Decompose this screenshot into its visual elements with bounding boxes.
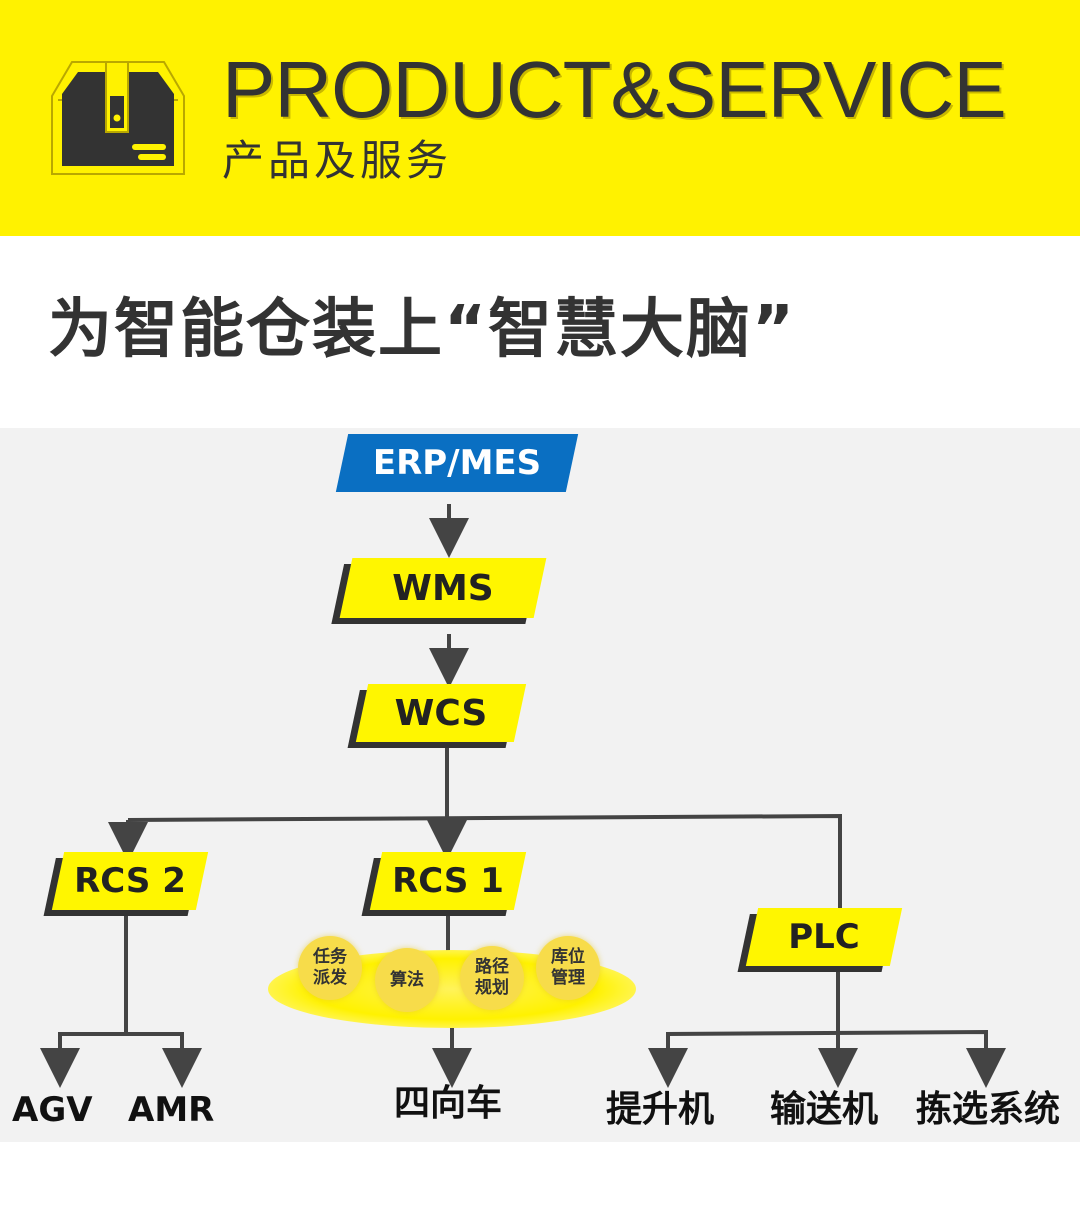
- leaf-sorting-system: 拣选系统: [916, 1089, 1061, 1130]
- line-main-bus: [127, 813, 842, 910]
- node-rcs1: RCS 1: [369, 852, 527, 910]
- architecture-diagram: ERP/MES WMS WCS RCS 2 RCS 1 PLC 任务派发 算法 …: [0, 428, 1080, 1142]
- node-rcs2: RCS 2: [51, 852, 209, 910]
- box-icon: [51, 61, 185, 175]
- function-algorithm-label: 算法: [390, 969, 424, 990]
- function-task-dispatch-label: 任务派发: [313, 947, 347, 988]
- header-title-en: PRODUCT&SERVICE: [222, 45, 1007, 134]
- leaf-agv: AGV: [12, 1090, 93, 1130]
- node-plc-label: PLC: [788, 917, 860, 957]
- page-headline: 为智能仓装上“智慧大脑”: [48, 293, 797, 367]
- line-rcs2-branch: [58, 1032, 184, 1068]
- node-wcs-label: WCS: [394, 692, 488, 734]
- node-plc: PLC: [745, 908, 903, 966]
- function-storage-management: 库位管理: [536, 936, 600, 1000]
- function-storage-management-label: 库位管理: [551, 947, 585, 988]
- function-path-planning-label: 路径规划: [475, 957, 509, 998]
- connector-lines: [40, 504, 1006, 1088]
- node-rcs1-label: RCS 1: [392, 861, 504, 901]
- function-algorithm: 算法: [375, 948, 439, 1012]
- function-task-dispatch: 任务派发: [298, 936, 362, 1000]
- node-rcs2-label: RCS 2: [74, 861, 186, 901]
- line-plc-branch: [666, 1029, 988, 1068]
- function-path-planning: 路径规划: [460, 946, 524, 1010]
- header-title-cn: 产品及服务: [222, 136, 453, 185]
- header-banner: PRODUCT&SERVICE 产品及服务: [0, 0, 1080, 236]
- node-wcs: WCS: [355, 684, 527, 742]
- node-wms: WMS: [339, 558, 547, 618]
- node-erp-mes: ERP/MES: [335, 434, 579, 492]
- leaf-lifter: 提升机: [606, 1089, 715, 1130]
- leaf-four-way-shuttle: 四向车: [394, 1083, 503, 1124]
- leaf-conveyor: 输送机: [770, 1089, 879, 1130]
- leaf-amr: AMR: [128, 1090, 215, 1130]
- node-wms-label: WMS: [392, 567, 494, 609]
- node-erp-mes-label: ERP/MES: [372, 443, 542, 483]
